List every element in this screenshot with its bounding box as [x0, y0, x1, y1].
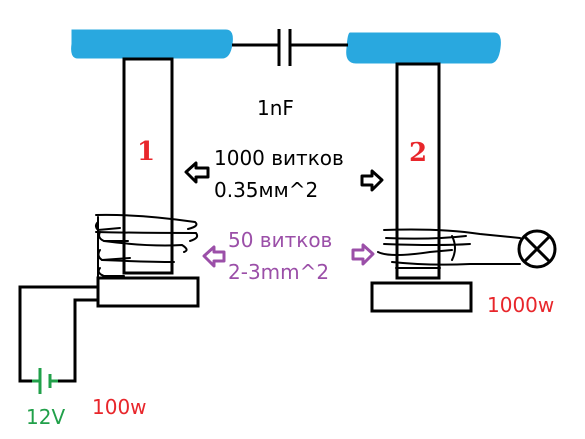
- arrow-icon-right-purple: [351, 243, 375, 266]
- arrow-icon-left-black: [184, 161, 210, 184]
- top-plate-left: [71, 29, 233, 59]
- coil1-tube: [122, 57, 174, 275]
- battery-wiring: [18, 285, 98, 383]
- coil1-primary-winding: [95, 213, 199, 279]
- coil2-primary-winding: [377, 228, 521, 269]
- coil2-tube: [395, 62, 441, 280]
- power-left-label: 100w: [92, 395, 147, 419]
- secondary-wire-label: 0.35мм^2: [214, 178, 318, 202]
- primary-turns-label: 50 витков: [228, 228, 332, 252]
- capacitor-label: 1nF: [257, 96, 294, 120]
- top-plate-right: [346, 32, 501, 64]
- power-right-label: 1000w: [487, 293, 554, 317]
- arrow-icon-left-purple: [202, 245, 226, 268]
- coil2-base: [370, 281, 473, 313]
- battery-icon: [32, 368, 58, 394]
- coil1-number: 1: [137, 137, 155, 167]
- primary-wire-label: 2-3mm^2: [228, 260, 329, 284]
- capacitor-icon: [232, 29, 348, 66]
- arrow-icon-right-black: [360, 169, 384, 192]
- battery-voltage-label: 12V: [26, 405, 65, 429]
- lamp-icon: [517, 229, 557, 269]
- secondary-turns-label: 1000 витков: [214, 146, 344, 170]
- coil2-number: 2: [409, 138, 427, 168]
- coil1-base: [96, 276, 200, 308]
